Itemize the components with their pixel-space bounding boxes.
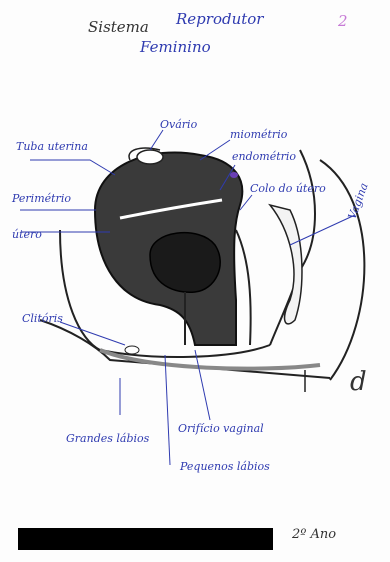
title-sub: Feminino — [139, 38, 211, 56]
label-pequenos-labios: Pequenos lábios — [179, 460, 270, 473]
leader-ovario — [150, 130, 163, 150]
leader-clitoris — [60, 322, 125, 345]
leader-miometrio — [200, 140, 230, 160]
leader-pequenos — [165, 355, 170, 465]
footer-year: 2º Ano — [291, 527, 336, 542]
label-grandes-labios: Grandes lábios — [66, 432, 150, 445]
redaction-bar — [18, 528, 273, 550]
vaginal-canal — [236, 230, 251, 345]
label-orificio-vaginal: Orifício vaginal — [178, 422, 264, 435]
label-clitoris: Clitóris — [22, 312, 63, 325]
page-number: 2 — [337, 12, 348, 30]
label-perimetrio: Perimétrio — [11, 192, 71, 205]
label-vagina: Vagina — [346, 181, 371, 221]
label-endometrio: endométrio — [232, 150, 296, 163]
label-colo-do-utero: Colo do útero — [250, 182, 326, 195]
ovary-shape — [137, 150, 163, 164]
leader-vagina — [290, 215, 355, 245]
clitoris-shape — [125, 346, 139, 354]
label-tuba-uterina: Tuba uterina — [16, 140, 88, 153]
label-miometrio: miométrio — [230, 128, 288, 141]
title-prefix: Sistema — [88, 18, 149, 36]
leader-orificio — [195, 350, 210, 420]
leader-tuba — [30, 160, 115, 175]
title-main: Reprodutor — [175, 10, 264, 28]
cervix-accent — [230, 172, 238, 178]
label-utero: útero — [12, 228, 42, 241]
label-ovario: Ovário — [160, 118, 198, 131]
annotation-d: d — [350, 367, 367, 397]
